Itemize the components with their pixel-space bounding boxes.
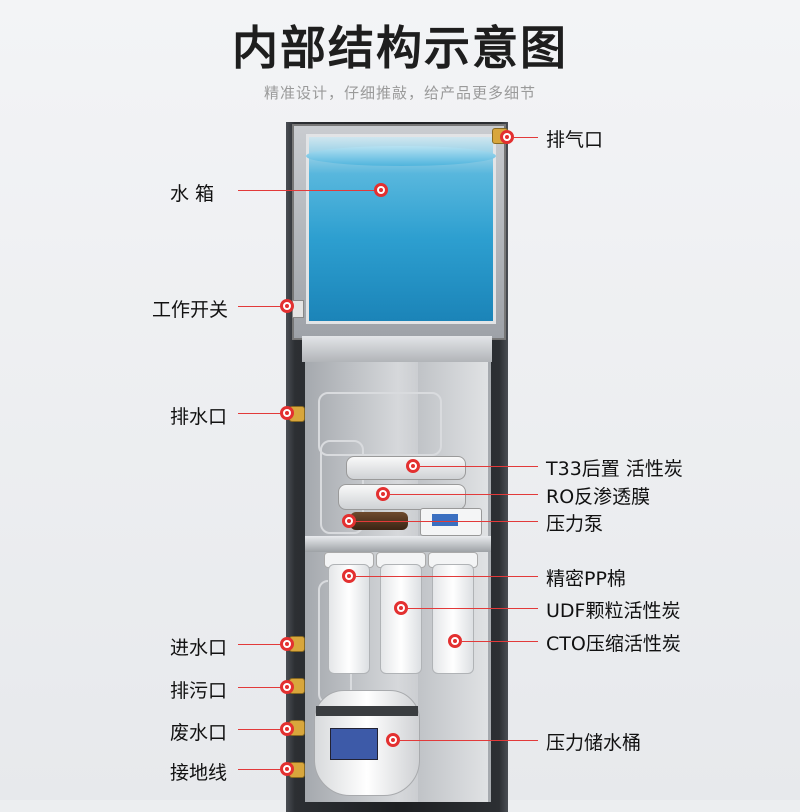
callout-line — [388, 494, 538, 495]
callout-label-water-outlet: 排水口 — [170, 406, 228, 428]
callout-line — [512, 137, 538, 138]
callout-line — [238, 729, 288, 730]
callout-marker — [280, 299, 294, 313]
callout-marker — [280, 680, 294, 694]
callout-marker — [374, 183, 388, 197]
callout-line — [398, 740, 538, 741]
callout-label-ground-wire: 接地线 — [170, 762, 228, 784]
callout-label-water-inlet: 进水口 — [170, 637, 228, 659]
callout-label-udf-carbon: UDF颗粒活性炭 — [546, 600, 681, 622]
controller-screen — [432, 514, 458, 526]
callout-line — [238, 769, 288, 770]
udf-filter-illustration — [380, 564, 422, 674]
callout-line — [238, 190, 378, 191]
callout-line — [238, 644, 288, 645]
callout-label-air-vent: 排气口 — [546, 129, 604, 151]
callout-label-water-tank: 水 箱 — [170, 183, 215, 205]
switch-illustration — [292, 300, 304, 318]
callout-label-pp-cotton: 精密PP棉 — [546, 568, 626, 590]
tubing — [318, 392, 442, 456]
callout-marker — [280, 406, 294, 420]
page-subtitle: 精准设计，仔细推敲，给产品更多细节 — [263, 84, 536, 102]
callout-line — [406, 608, 538, 609]
callout-line — [418, 466, 538, 467]
callout-label-ro-membrane: RO反渗透膜 — [546, 486, 651, 508]
callout-label-sewage-outlet: 排污口 — [170, 680, 228, 702]
ro-membrane-illustration — [338, 484, 466, 510]
callout-label-pressure-pump: 压力泵 — [546, 513, 604, 535]
callout-line — [354, 576, 538, 577]
callout-label-pressure-tank: 压力储水桶 — [546, 732, 642, 754]
callout-line — [354, 521, 538, 522]
callout-label-t33-carbon: T33后置 活性炭 — [546, 458, 683, 480]
tank-base-shelf — [302, 336, 492, 362]
callout-line — [238, 687, 288, 688]
callout-marker — [280, 722, 294, 736]
callout-line — [238, 306, 288, 307]
callout-line — [460, 641, 538, 642]
cto-filter-illustration — [432, 564, 474, 674]
callout-marker — [280, 637, 294, 651]
filter-shelf — [305, 536, 491, 552]
tank-label — [330, 728, 378, 760]
callout-marker — [280, 762, 294, 776]
page-title: 内部结构示意图 — [232, 21, 568, 75]
callout-label-power-switch: 工作开关 — [152, 299, 229, 321]
callout-line — [238, 413, 288, 414]
callout-label-waste-water-outlet: 废水口 — [170, 722, 228, 744]
callout-label-cto-carbon: CTO压缩活性炭 — [546, 633, 681, 655]
tank-strap — [316, 706, 418, 716]
water-surface — [306, 146, 496, 166]
